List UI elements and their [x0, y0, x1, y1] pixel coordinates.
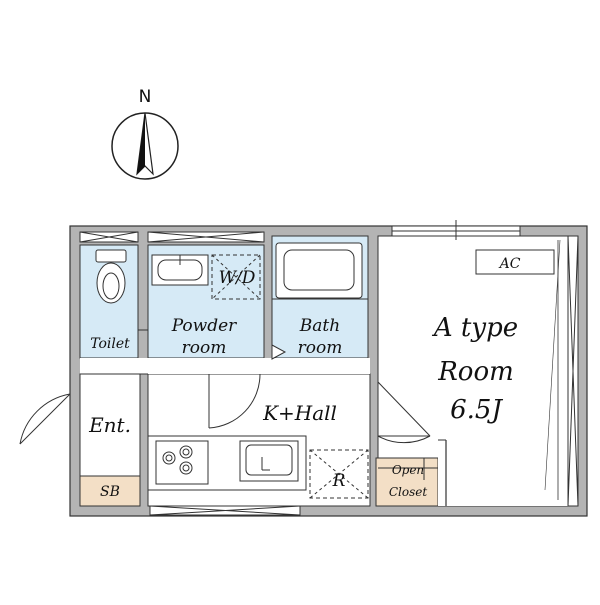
- refrigerator-icon: [309, 449, 369, 499]
- open-closet-area: [375, 457, 439, 507]
- open-closet-label-2: Closet: [389, 485, 428, 499]
- compass: N: [111, 87, 179, 180]
- hall-door-icon: [208, 373, 261, 429]
- stove-icon: [155, 440, 209, 485]
- bath-room-label-1: Bath: [299, 316, 340, 336]
- bathtub-icon: [275, 242, 363, 299]
- shoe-box-label: SB: [100, 484, 120, 500]
- bath-door-icon: [271, 344, 287, 360]
- window-main-room-top: [391, 220, 521, 240]
- kitchen-sink-icon: [239, 440, 299, 482]
- bath-room-label-2: room: [298, 338, 343, 358]
- window-right: [567, 235, 579, 507]
- ac-unit: [475, 249, 555, 275]
- toilet-fixture-icon: [95, 249, 127, 304]
- powder-room-label-1: Powder: [171, 316, 237, 336]
- main-room-type-label: A type: [432, 313, 518, 343]
- ac-label: AC: [498, 256, 521, 272]
- shoe-box-area: [79, 475, 141, 507]
- window-top-middle: [147, 231, 265, 243]
- window-bottom: [149, 505, 301, 516]
- sink-icon: [151, 254, 209, 286]
- toilet-label: Toilet: [90, 336, 130, 352]
- washer-label: W/D: [219, 268, 256, 288]
- refrigerator-label: R: [332, 471, 346, 491]
- main-room-label: Room: [437, 357, 514, 387]
- room-door-icon: [377, 381, 431, 444]
- open-closet-label-1: Open: [392, 463, 424, 477]
- kitchen-hall-label: K+Hall: [262, 401, 337, 425]
- powder-room-label-2: room: [182, 338, 227, 358]
- compass-needle-fill: [137, 113, 145, 174]
- window-top-left: [79, 231, 139, 243]
- entrance-label: Ent.: [88, 413, 131, 437]
- main-room-size-label: 6.5J: [450, 395, 503, 425]
- north-label: N: [139, 87, 152, 107]
- washer-icon: [211, 254, 261, 300]
- entrance-door-icon: [19, 393, 71, 445]
